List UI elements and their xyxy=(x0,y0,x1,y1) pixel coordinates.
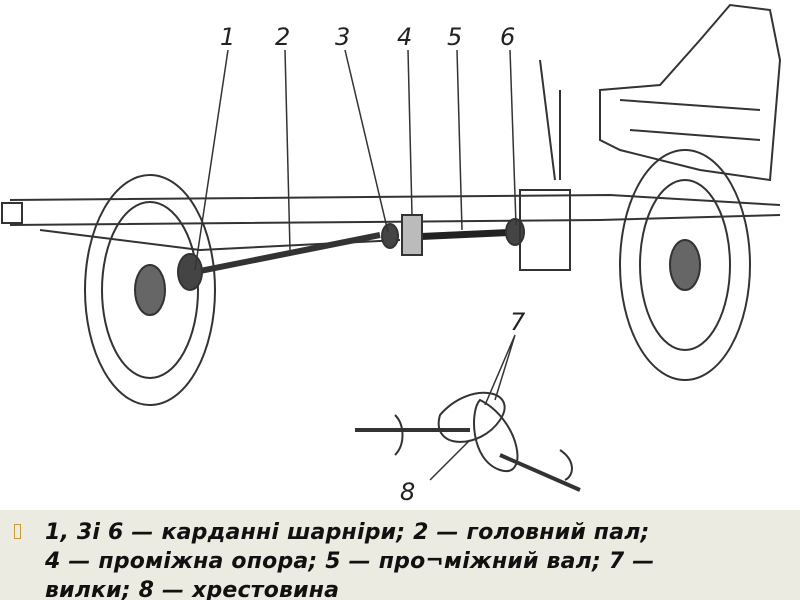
caption-line: вилки; 8 — хрестовина xyxy=(45,578,340,600)
caption-box: 1, 3і 6 — карданні шарніри; 2 — головний… xyxy=(0,510,800,600)
label-1: 1 xyxy=(220,23,235,51)
bullet-icon xyxy=(14,524,21,539)
caption-line: 1, 3і 6 — карданні шарніри; 2 — головний… xyxy=(45,520,650,545)
rear-wheel xyxy=(84,174,216,406)
front-wheel xyxy=(619,149,751,381)
caption-line: 4 — проміжна опора; 5 — про¬міжний вал; … xyxy=(45,549,655,574)
cardan-joint-detail xyxy=(355,391,581,492)
caption-text: 1, 3і 6 — карданні шарніри; 2 — головний… xyxy=(45,518,795,600)
label-4: 4 xyxy=(397,23,412,51)
label-7: 7 xyxy=(510,308,526,336)
label-6: 6 xyxy=(500,23,515,51)
driveline-diagram: 1 2 3 4 5 6 7 8 xyxy=(1,3,782,506)
label-8: 8 xyxy=(400,478,415,506)
label-5: 5 xyxy=(447,23,462,51)
engine xyxy=(539,3,782,182)
drive-shafts xyxy=(177,189,571,291)
label-3: 3 xyxy=(335,23,350,51)
label-2: 2 xyxy=(275,23,290,51)
